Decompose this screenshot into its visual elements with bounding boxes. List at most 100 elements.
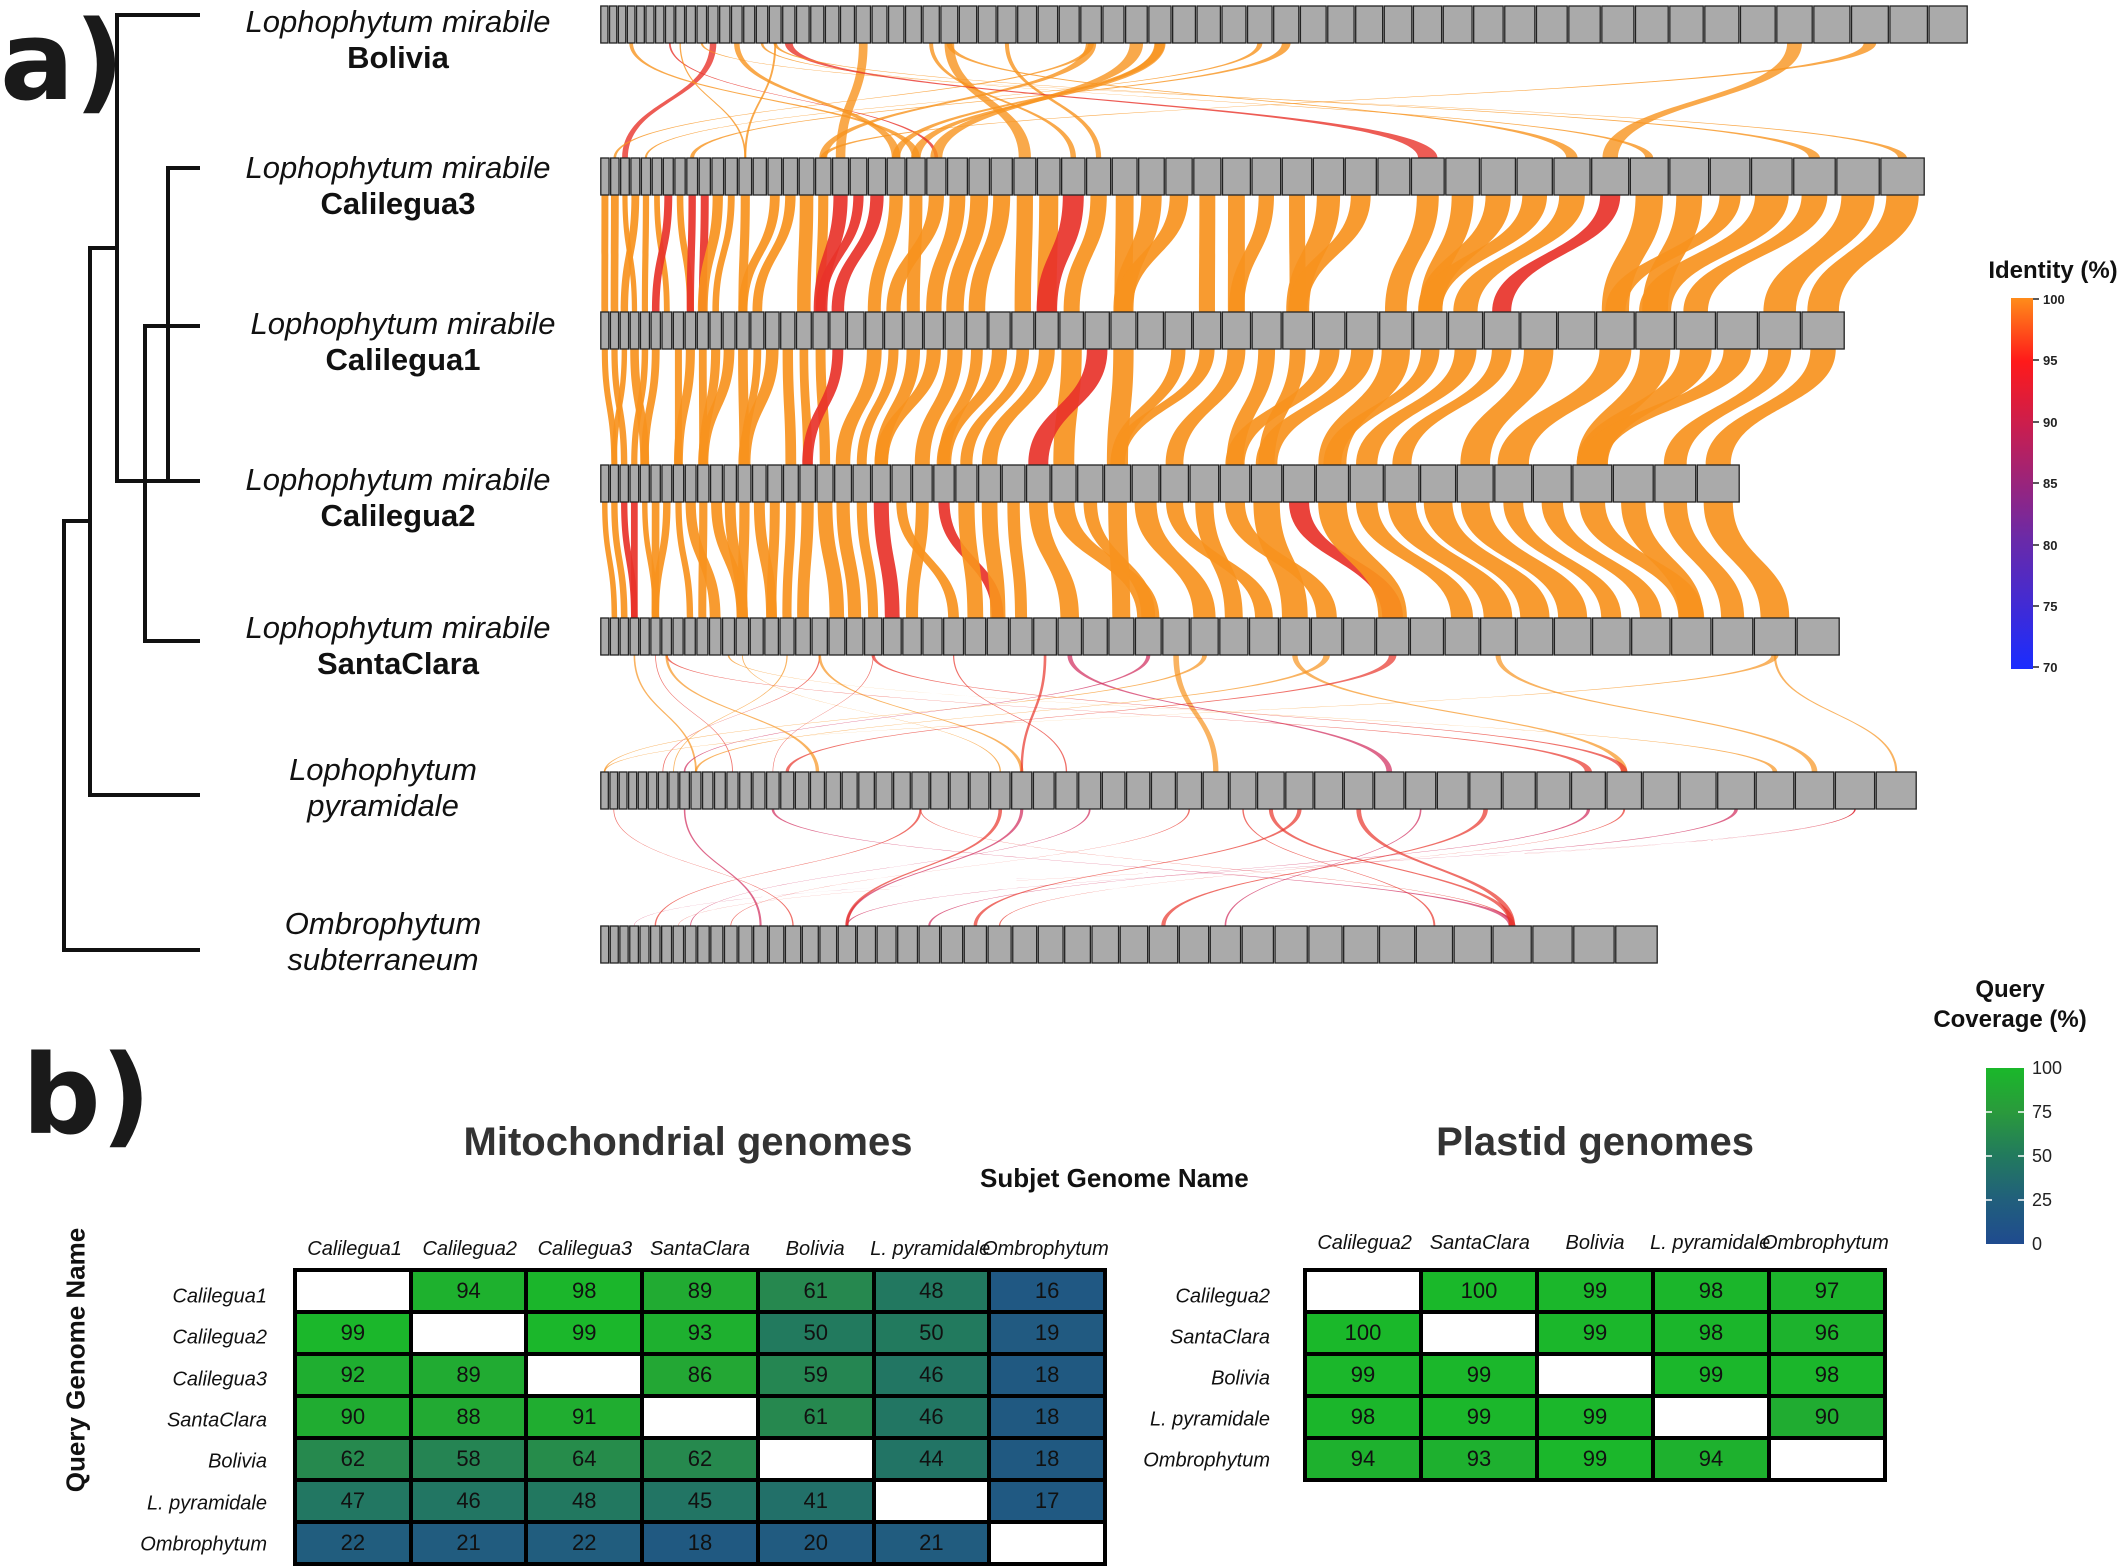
genome-block <box>829 311 847 350</box>
genome-block <box>1011 311 1035 350</box>
genome-block <box>904 5 923 44</box>
genome-block <box>922 617 943 656</box>
heatmap-cell: 99 <box>1539 1440 1651 1478</box>
genome-block <box>1164 311 1193 350</box>
synteny-link <box>633 655 697 772</box>
synteny-link <box>973 809 1302 926</box>
genome-block <box>661 617 673 656</box>
genome-population: Calilegua2 <box>320 498 476 533</box>
coverage-title-line2: Coverage (%) <box>1933 1006 2087 1033</box>
genome-block <box>684 617 696 656</box>
genome-block <box>940 925 964 964</box>
heatmap-cell: 62 <box>644 1440 756 1478</box>
genome-block <box>1813 5 1851 44</box>
genome-block <box>1750 157 1793 196</box>
genome-block <box>1250 464 1283 503</box>
synteny-link <box>1355 502 1474 618</box>
heatmap-cell: 18 <box>991 1440 1103 1478</box>
heatmap-cell: 47 <box>297 1482 409 1520</box>
genome-block <box>1572 464 1613 503</box>
synteny-link <box>998 809 1626 926</box>
synteny-links <box>601 43 1919 926</box>
synteny-link <box>946 43 1578 158</box>
genome-block <box>903 311 924 350</box>
genome-block <box>831 157 850 196</box>
synteny-link <box>1323 349 1440 465</box>
heatmap-cell <box>297 1272 409 1310</box>
genome-block <box>1057 617 1083 656</box>
genome-block <box>1251 311 1282 350</box>
genome-block <box>926 157 947 196</box>
genome-block <box>709 464 724 503</box>
genome-block <box>639 311 651 350</box>
heatmap-cell <box>875 1482 988 1520</box>
genome-block <box>784 925 802 964</box>
synteny-link <box>613 43 1094 158</box>
synteny-link <box>737 502 750 618</box>
synteny-link <box>1224 809 1422 926</box>
genome-block <box>810 5 825 44</box>
genome-block <box>647 771 658 810</box>
genome-block <box>713 771 726 810</box>
synteny-link <box>640 349 660 465</box>
genome-block <box>1635 311 1676 350</box>
identity-legend-title: Identity (%) <box>1988 257 2118 284</box>
coverage-title-line1: Query <box>1975 976 2045 1003</box>
subject-axis-title: Subjet Genome Name <box>980 1163 1249 1193</box>
synteny-link <box>752 195 796 312</box>
heatmap-cell: 98 <box>1307 1398 1419 1436</box>
genome-block <box>1150 771 1177 810</box>
coverage-colorbar <box>1986 1068 2024 1244</box>
heatmap-cell: 94 <box>1307 1440 1419 1478</box>
synteny-link <box>936 349 1008 465</box>
genome-block <box>1492 925 1532 964</box>
genome-block <box>1285 771 1314 810</box>
heatmap-cell: 17 <box>991 1482 1103 1520</box>
genome-block <box>635 5 645 44</box>
genome-block <box>930 771 950 810</box>
genome-block <box>837 925 857 964</box>
synteny-link <box>697 195 723 312</box>
genome-block <box>977 5 997 44</box>
genome-block <box>668 771 679 810</box>
genome-block <box>1591 157 1630 196</box>
heatmap-cell: 59 <box>759 1356 872 1394</box>
genome-block <box>958 5 978 44</box>
synteny-link <box>1004 43 1102 158</box>
genome-block <box>701 771 714 810</box>
genome-block <box>1308 925 1343 964</box>
heatmap-column-label: Calilegua3 <box>537 1238 633 1260</box>
synteny-link <box>1460 502 1588 618</box>
synteny-link <box>1063 195 1107 312</box>
genome-block <box>1009 617 1033 656</box>
synteny-link <box>641 195 650 312</box>
genome-block <box>1739 5 1776 44</box>
genome-block <box>626 5 636 44</box>
genome-block <box>1313 311 1346 350</box>
genome-block <box>755 5 769 44</box>
synteny-link <box>620 195 640 312</box>
genome-block <box>989 771 1011 810</box>
genome-block <box>799 464 817 503</box>
genome-block <box>674 157 686 196</box>
heatmap-cell <box>644 1398 756 1436</box>
synteny-link <box>1134 502 1216 618</box>
heatmap-cell: 98 <box>1655 1272 1767 1310</box>
genome-block <box>730 5 743 44</box>
heatmap-row-label: Bolivia <box>1211 1367 1270 1390</box>
genome-block <box>1084 311 1110 350</box>
genome-block <box>1058 5 1080 44</box>
synteny-link <box>1605 195 1741 312</box>
genome-block <box>696 5 708 44</box>
genome-block <box>841 771 858 810</box>
genome-block <box>1013 157 1037 196</box>
heatmap-column-label: Bolivia <box>785 1238 845 1260</box>
synteny-link <box>1621 502 1704 618</box>
synteny-link <box>785 655 1397 772</box>
genome-block <box>1679 771 1717 810</box>
genome-block <box>1025 464 1051 503</box>
heatmap-cell <box>759 1440 872 1478</box>
synteny-link <box>602 502 618 618</box>
genome-block <box>1165 157 1193 196</box>
genome-block <box>719 5 731 44</box>
